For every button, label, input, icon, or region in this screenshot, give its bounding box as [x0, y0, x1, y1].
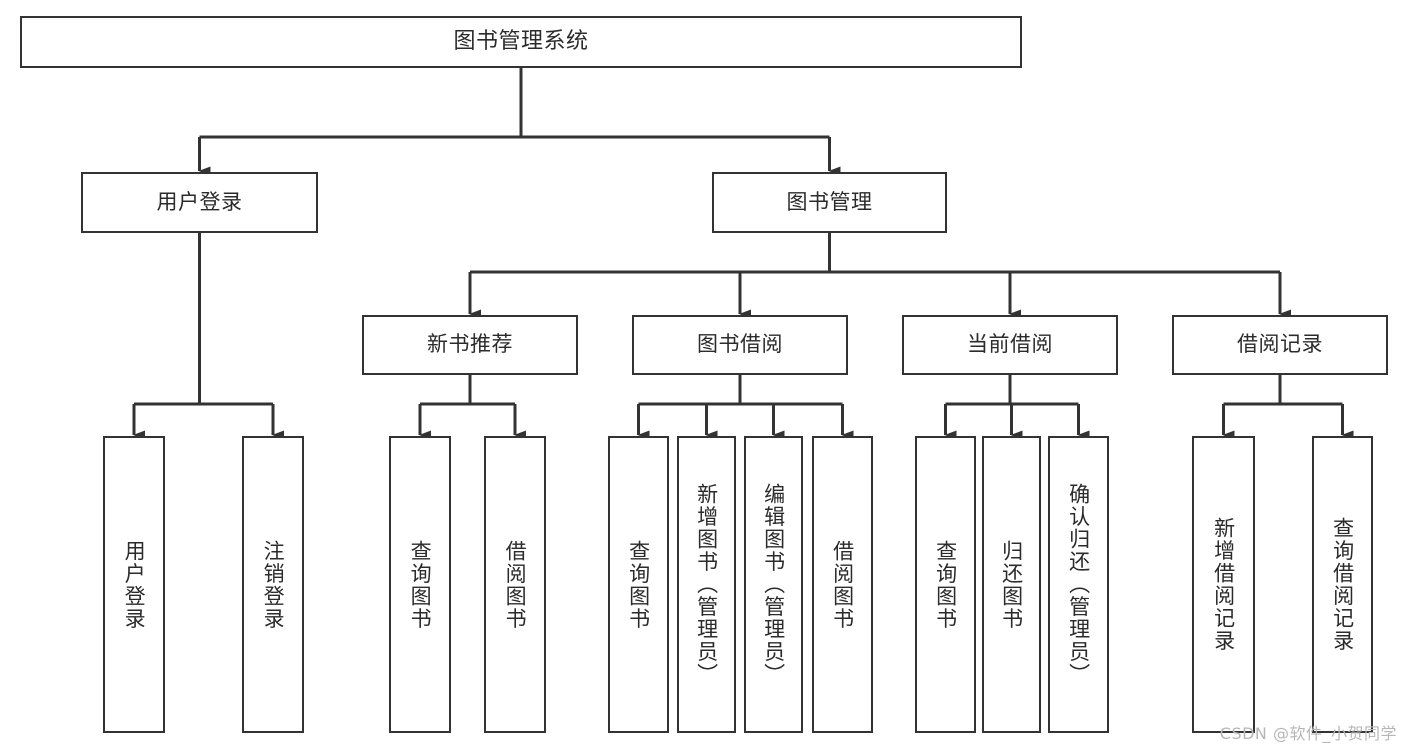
node-label: 用户登录 — [156, 189, 243, 214]
node-label: 查询图书 — [408, 539, 433, 630]
edges-group — [132, 68, 1354, 440]
node-label: 归还图书 — [999, 539, 1024, 630]
node-label: 图书管理系统 — [453, 28, 589, 54]
node-user-login[interactable]: 用户登录 — [81, 172, 318, 233]
node-label: 查询图书 — [933, 539, 958, 630]
node-leaf-cur-confirm-return[interactable]: 确认归还（管理员） — [1048, 436, 1109, 733]
node-label: 查询图书 — [626, 539, 651, 630]
node-borrow-record[interactable]: 借阅记录 — [1172, 315, 1388, 375]
node-leaf-user-login[interactable]: 用户登录 — [103, 436, 165, 733]
node-leaf-cur-query-book[interactable]: 查询图书 — [915, 436, 976, 733]
node-leaf-borrow-add-book[interactable]: 新增图书（管理员） — [677, 436, 736, 733]
node-leaf-rec-query-record[interactable]: 查询借阅记录 — [1312, 436, 1373, 733]
node-current-borrow[interactable]: 当前借阅 — [902, 315, 1118, 375]
node-new-book-rec[interactable]: 新书推荐 — [362, 315, 578, 375]
node-label: 借阅记录 — [1237, 332, 1323, 357]
node-label: 查询借阅记录 — [1330, 517, 1355, 652]
node-leaf-rec-add-record[interactable]: 新增借阅记录 — [1192, 436, 1255, 733]
node-leaf-cur-return-book[interactable]: 归还图书 — [982, 436, 1041, 733]
node-book-borrow[interactable]: 图书借阅 — [632, 315, 848, 375]
node-leaf-rec-borrow-book[interactable]: 借阅图书 — [484, 436, 546, 733]
node-label: 编辑图书（管理员） — [761, 483, 786, 686]
watermark-text: CSDN @软件_小贺同学 — [1219, 724, 1397, 743]
node-book-manage[interactable]: 图书管理 — [712, 172, 947, 233]
node-label: 用户登录 — [122, 539, 147, 630]
node-label: 图书管理 — [786, 189, 873, 214]
node-label: 借阅图书 — [503, 539, 528, 630]
node-leaf-user-logout[interactable]: 注销登录 — [242, 436, 304, 733]
node-root[interactable]: 图书管理系统 — [20, 16, 1022, 68]
node-leaf-borrow-query-book[interactable]: 查询图书 — [608, 436, 669, 733]
node-label: 新书推荐 — [427, 332, 513, 357]
node-leaf-borrow-borrow-book[interactable]: 借阅图书 — [812, 436, 873, 733]
node-label: 注销登录 — [261, 539, 286, 630]
node-leaf-borrow-edit-book[interactable]: 编辑图书（管理员） — [744, 436, 803, 733]
node-label: 新增借阅记录 — [1211, 517, 1236, 652]
node-label: 新增图书（管理员） — [694, 483, 719, 686]
node-label: 当前借阅 — [967, 332, 1053, 357]
node-label: 确认归还（管理员） — [1066, 483, 1091, 686]
node-leaf-rec-query-book[interactable]: 查询图书 — [389, 436, 451, 733]
node-label: 借阅图书 — [830, 539, 855, 630]
node-label: 图书借阅 — [697, 332, 783, 357]
